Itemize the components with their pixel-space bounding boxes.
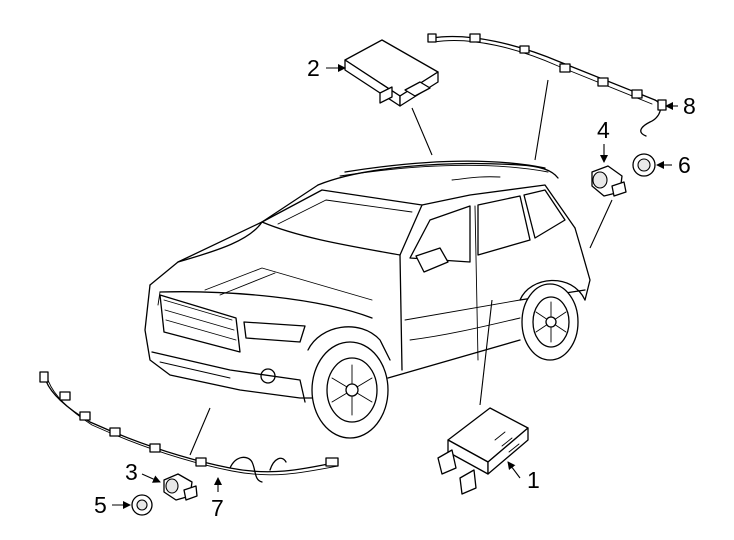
part-6-grommet [632,153,656,177]
callout-5: 5 [94,492,107,518]
callout-6: 6 [678,152,691,178]
callout-4: 4 [597,117,610,143]
part-3-sensor [163,473,198,501]
callout-7: 7 [211,495,224,521]
part-8-harness [427,33,667,161]
callout-labels: 1 2 3 4 5 6 7 8 [94,55,696,521]
part-4-sensor [589,165,627,249]
part-1-module [437,299,529,495]
part-5-grommet [131,494,153,516]
callout-3: 3 [125,459,138,485]
callout-8: 8 [683,93,696,119]
part-2-module [344,39,439,156]
part-7-harness [39,371,339,483]
vehicle-illustration [144,160,591,439]
callout-2: 2 [307,55,320,81]
callout-1: 1 [527,467,540,493]
callout-arrows [112,64,678,509]
